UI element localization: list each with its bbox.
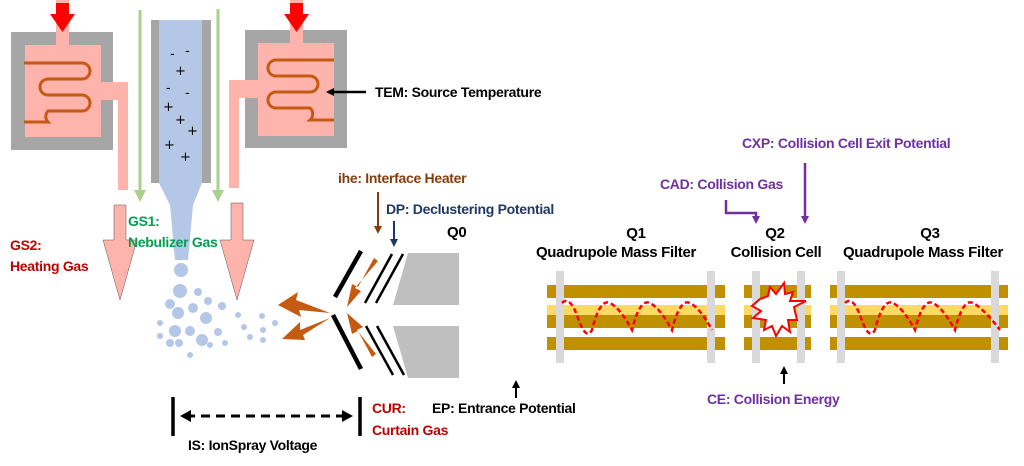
left-heat-input-arrow — [50, 3, 75, 32]
cad-pointer-arrow — [724, 200, 760, 224]
right-heat-input-arrow — [284, 3, 309, 32]
cad-label: CAD: Collision Gas — [660, 176, 783, 192]
is-label: IS: IonSpray Voltage — [188, 437, 318, 453]
q1-label: Q1 — [626, 225, 645, 242]
heating-gas-arrow-left — [102, 204, 138, 301]
charge-6: + — [163, 100, 174, 115]
charge-2: - — [185, 44, 190, 59]
q0-label: Q0 — [447, 224, 466, 241]
ce-label: CE: Collision Energy — [707, 391, 840, 407]
q2-description: Collision Cell — [731, 244, 822, 261]
is-arrowhead-left — [180, 410, 191, 422]
q2-collision-cell — [744, 271, 811, 363]
ihe-label: ihe: Interface Heater — [338, 170, 467, 186]
is-arrowhead-right — [342, 410, 353, 422]
charge-8: + — [187, 124, 198, 139]
q1-quadrupole — [547, 271, 725, 363]
cur-label-line2: Curtain Gas — [372, 422, 449, 438]
spray-droplets — [157, 263, 278, 358]
cxp-label: CXP: Collision Cell Exit Potential — [742, 135, 950, 151]
gs1-label-line2: Nebulizer Gas — [128, 234, 218, 250]
orifice-plates — [363, 253, 406, 376]
q3-quadrupole — [830, 271, 1008, 363]
gs1-label-line1: GS1: — [128, 213, 159, 229]
right-heater — [229, 0, 347, 188]
right-heater-coil — [266, 58, 334, 122]
q3-label: Q3 — [920, 225, 939, 242]
left-heater-outlet-pipe — [101, 82, 128, 190]
charge-5: - — [185, 86, 190, 101]
charge-7: + — [175, 113, 186, 128]
q1-ion-trajectory — [561, 299, 714, 335]
q3-description: Quadrupole Mass Filter — [843, 244, 1004, 261]
dp-label: DP: Declustering Potential — [386, 201, 554, 217]
left-heater — [11, 0, 128, 190]
gs2-label-line1: GS2: — [10, 237, 41, 253]
q1-description: Quadrupole Mass Filter — [536, 244, 697, 261]
curtain-gas-flow-arrows — [278, 258, 378, 357]
q2-label: Q2 — [765, 225, 784, 242]
right-heater-outlet-pipe — [229, 80, 258, 188]
charge-9: + — [164, 138, 175, 153]
left-heater-coil — [24, 61, 92, 124]
charge-10: + — [180, 150, 191, 165]
charge-4: - — [166, 81, 171, 96]
tem-label: TEM: Source Temperature — [375, 84, 542, 100]
sample-liquid-stream — [159, 20, 202, 260]
collision-burst-icon — [750, 280, 807, 339]
ep-label: EP: Entrance Potential — [432, 400, 576, 416]
charge-3: + — [175, 64, 186, 79]
cur-label-line1: CUR: — [372, 400, 406, 416]
q0-lower — [393, 326, 459, 378]
sample-probe: - - + - - + + + + + — [151, 20, 211, 260]
heating-gas-arrow-right — [219, 202, 255, 301]
charge-1: - — [170, 47, 175, 62]
q3-ion-trajectory — [844, 299, 1001, 335]
curtain-plate — [331, 249, 363, 371]
q0-upper — [393, 253, 459, 305]
right-heater-chamber — [258, 43, 334, 136]
gs2-label-line2: Heating Gas — [10, 258, 89, 274]
